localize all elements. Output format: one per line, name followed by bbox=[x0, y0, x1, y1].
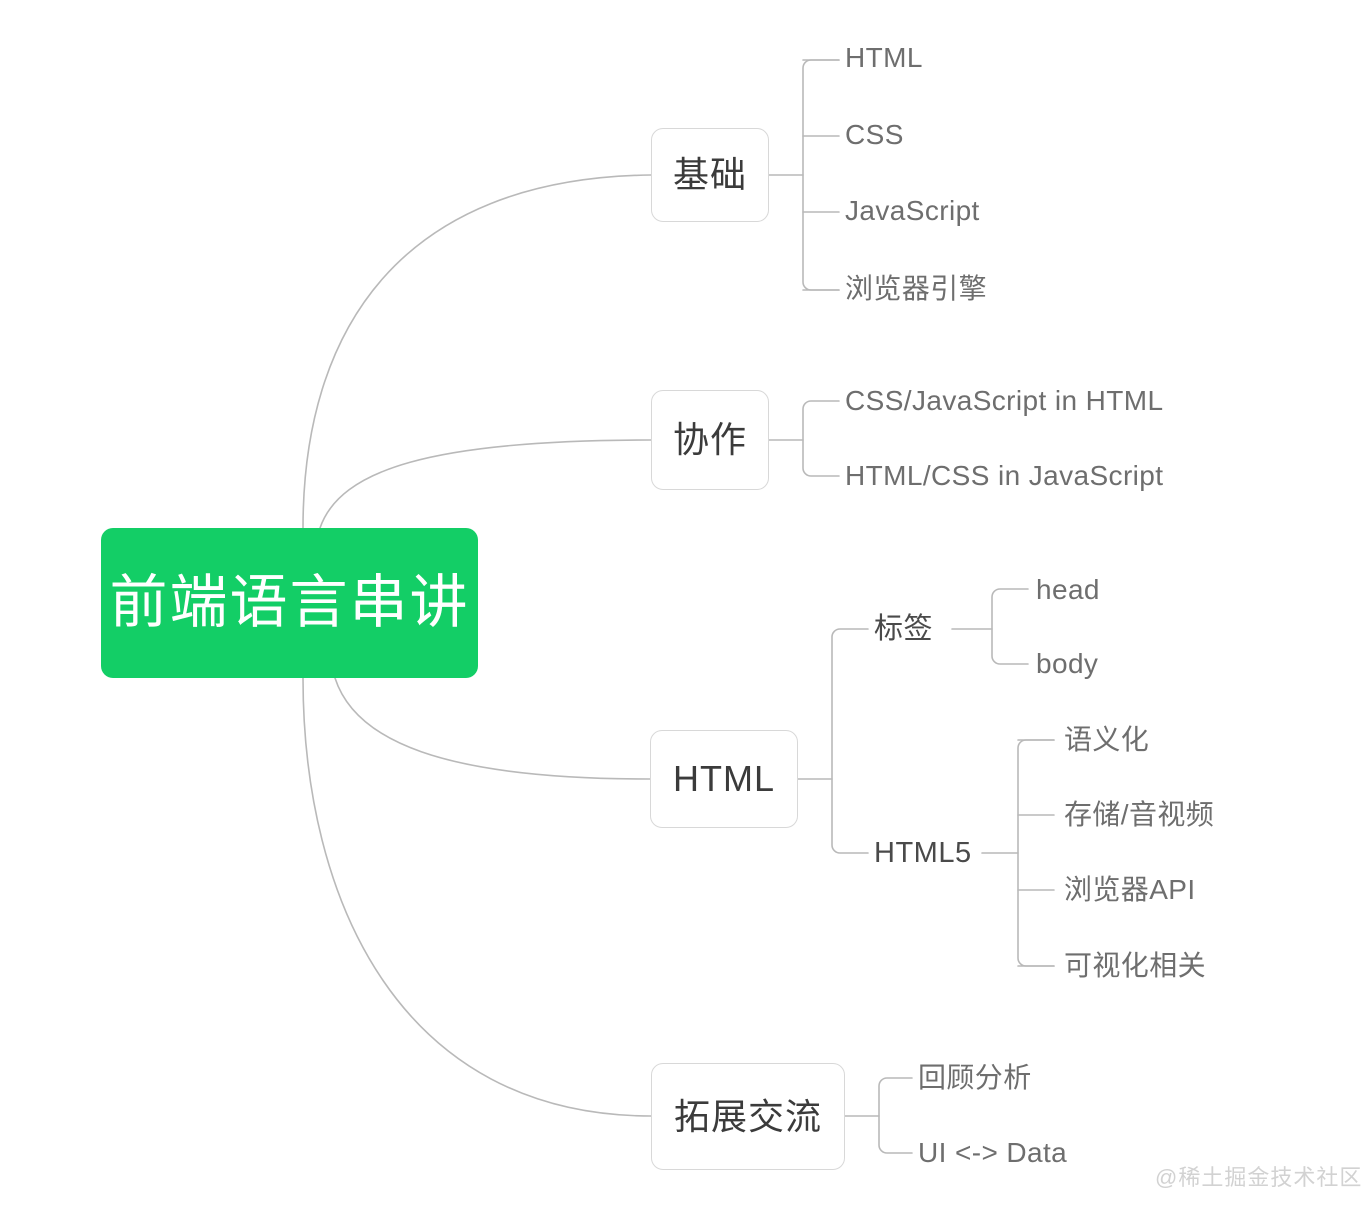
bracket-xiezuo bbox=[802, 400, 840, 477]
bracket-tuozhan bbox=[878, 1077, 913, 1154]
edge-root-to-html bbox=[334, 677, 651, 780]
leaf-node-body[interactable]: body bbox=[1036, 650, 1098, 678]
leaf-node-ui-data-label: UI <-> Data bbox=[918, 1137, 1068, 1168]
mid-node-biaoqian-label: 标签 bbox=[874, 613, 934, 645]
leaf-node-head-label: head bbox=[1036, 574, 1100, 605]
leaf-node-head[interactable]: head bbox=[1036, 576, 1100, 604]
bracket-biaoqian bbox=[991, 588, 1029, 665]
leaf-node-browser-api-label: 浏览器API bbox=[1064, 874, 1196, 905]
bracket-jichu bbox=[802, 59, 840, 291]
branch-node-jichu-label: 基础 bbox=[672, 154, 747, 195]
leaf-node-semantics[interactable]: 语义化 bbox=[1064, 726, 1149, 754]
leaf-node-css-label: CSS bbox=[845, 119, 904, 150]
branch-node-html-label: HTML bbox=[673, 758, 775, 799]
edge-root-to-jichu bbox=[302, 174, 652, 529]
leaf-node-javascript[interactable]: JavaScript bbox=[845, 197, 980, 225]
leaf-node-css-js-in-html-label: CSS/JavaScript in HTML bbox=[845, 385, 1164, 416]
leaf-node-visualization-label: 可视化相关 bbox=[1064, 950, 1207, 981]
leaf-node-html-css-in-js[interactable]: HTML/CSS in JavaScript bbox=[845, 462, 1163, 490]
branch-node-tuozhan-label: 拓展交流 bbox=[673, 1095, 822, 1137]
mid-node-html5[interactable]: HTML5 bbox=[874, 839, 972, 868]
leaf-node-browser-engine-label: 浏览器引擎 bbox=[845, 273, 988, 304]
branch-node-xiezuo[interactable]: 协作 bbox=[651, 390, 769, 490]
mid-node-html5-label: HTML5 bbox=[874, 837, 972, 869]
branch-node-jichu[interactable]: 基础 bbox=[651, 128, 769, 222]
leaf-node-html-label: HTML bbox=[845, 42, 923, 73]
leaf-node-review-analysis[interactable]: 回顾分析 bbox=[918, 1064, 1032, 1092]
leaf-node-html-css-in-js-label: HTML/CSS in JavaScript bbox=[845, 460, 1164, 491]
branch-node-xiezuo-label: 协作 bbox=[672, 419, 747, 460]
edge-root-to-xiezuo bbox=[319, 439, 652, 529]
bracket-html5 bbox=[1017, 739, 1055, 967]
branch-node-html[interactable]: HTML bbox=[650, 730, 798, 828]
watermark: @稀土掘金技术社区 bbox=[1155, 1165, 1362, 1190]
leaf-node-visualization[interactable]: 可视化相关 bbox=[1064, 952, 1206, 980]
root-node-label: 前端语言串讲 bbox=[109, 570, 470, 635]
leaf-node-browser-engine[interactable]: 浏览器引擎 bbox=[845, 275, 987, 303]
leaf-node-ui-data[interactable]: UI <-> Data bbox=[918, 1139, 1067, 1167]
leaf-node-storage-media[interactable]: 存储/音视频 bbox=[1064, 801, 1214, 829]
bracket-html bbox=[831, 628, 869, 854]
leaf-node-storage-media-label: 存储/音视频 bbox=[1064, 799, 1215, 830]
leaf-node-browser-api[interactable]: 浏览器API bbox=[1064, 876, 1196, 904]
branch-node-tuozhan[interactable]: 拓展交流 bbox=[651, 1063, 845, 1170]
leaf-node-body-label: body bbox=[1036, 648, 1099, 679]
edge-root-to-tuozhan bbox=[302, 677, 652, 1117]
leaf-node-semantics-label: 语义化 bbox=[1064, 724, 1150, 755]
leaf-node-css-js-in-html[interactable]: CSS/JavaScript in HTML bbox=[845, 387, 1163, 415]
root-node[interactable]: 前端语言串讲 bbox=[101, 528, 478, 678]
leaf-node-css[interactable]: CSS bbox=[845, 121, 904, 149]
leaf-node-review-analysis-label: 回顾分析 bbox=[918, 1062, 1032, 1093]
leaf-node-javascript-label: JavaScript bbox=[845, 195, 980, 226]
mid-node-biaoqian[interactable]: 标签 bbox=[874, 615, 933, 644]
leaf-node-html[interactable]: HTML bbox=[845, 44, 923, 72]
